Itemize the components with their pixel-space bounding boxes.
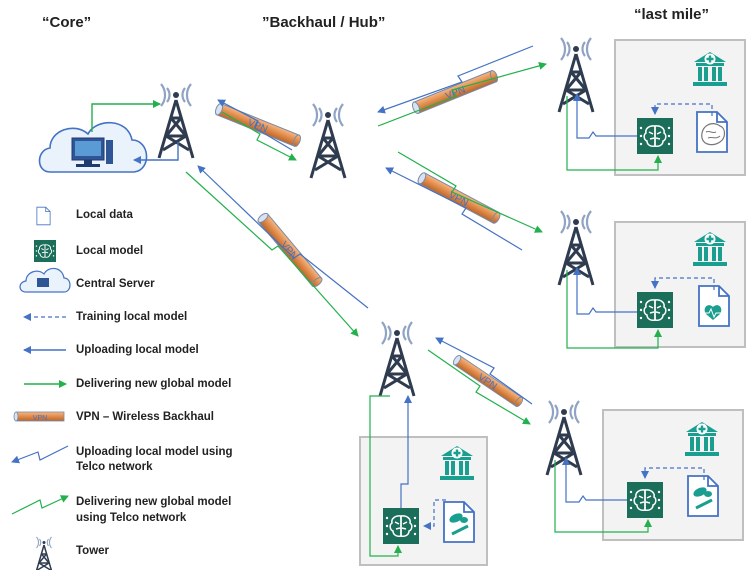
tower-core (157, 82, 195, 160)
zone-title-core: “Core” (42, 14, 92, 31)
legend-tower: Tower (76, 545, 110, 557)
brain-model-icon (34, 240, 56, 262)
legend-local-model: Local model (76, 245, 144, 257)
site-box-1 (566, 39, 746, 176)
legend-uploading-telco-line2: Telco network (76, 461, 153, 473)
tower-last-mile-1 (557, 36, 595, 114)
brain-model-icon (637, 118, 673, 154)
vpn-link-core-backhaul: VPN (213, 99, 303, 161)
tower-hub (378, 320, 416, 398)
legend-uploading: Uploading local model (76, 344, 199, 356)
pill-document (687, 475, 719, 517)
brain-model-icon (637, 292, 673, 328)
core-deliver-arrow (91, 100, 161, 132)
telco-deliver-arrow-icon (11, 495, 69, 515)
core-upload-arrow (133, 142, 179, 164)
cloud-server-icon (19, 267, 71, 293)
zone-title-backhaul: ”Backhaul / Hub” (262, 14, 386, 31)
site-box-3 (554, 409, 744, 541)
tower-last-mile-3 (545, 399, 583, 477)
zone-title-last-mile: “last mile” (634, 6, 710, 23)
vpn-link-backhaul-lm2: VPN (385, 151, 543, 251)
legend-delivering: Delivering new global model (76, 378, 232, 390)
legend-vpn: VPN – Wireless Backhaul (76, 411, 214, 423)
brain-model-icon (383, 508, 419, 544)
telco-upload-arrow-icon (11, 445, 69, 464)
tower-last-mile-2 (557, 209, 595, 287)
legend-training: Training local model (76, 311, 188, 323)
vpn-pipe-icon: VPN (13, 411, 65, 422)
cloud-server-icon (38, 121, 148, 173)
tower-icon (34, 536, 54, 575)
vpn-link-hub-lm3: VPN (427, 337, 533, 425)
brain-scan-document (696, 111, 728, 153)
legend-delivering-telco-line1: Delivering new global model (76, 496, 232, 508)
vpn-link-backhaul-lm1: VPN (377, 45, 547, 127)
tower-backhaul (309, 102, 347, 180)
heart-document (698, 285, 730, 327)
legend-local-data: Local data (76, 209, 133, 221)
site-box-hub (359, 395, 488, 566)
document-icon (36, 206, 51, 226)
legend-central-server: Central Server (76, 278, 155, 290)
brain-model-icon (627, 482, 663, 518)
legend-delivering-telco-line2: using Telco network (76, 512, 187, 524)
site-box-2 (566, 221, 746, 349)
vpn-icon-label: VPN (33, 415, 47, 422)
vpn-link-core-hub: VPN (185, 165, 369, 337)
pill-document (443, 501, 475, 543)
legend-uploading-telco-line1: Uploading local model using (76, 446, 233, 458)
legend-icons: VPN (11, 206, 71, 575)
